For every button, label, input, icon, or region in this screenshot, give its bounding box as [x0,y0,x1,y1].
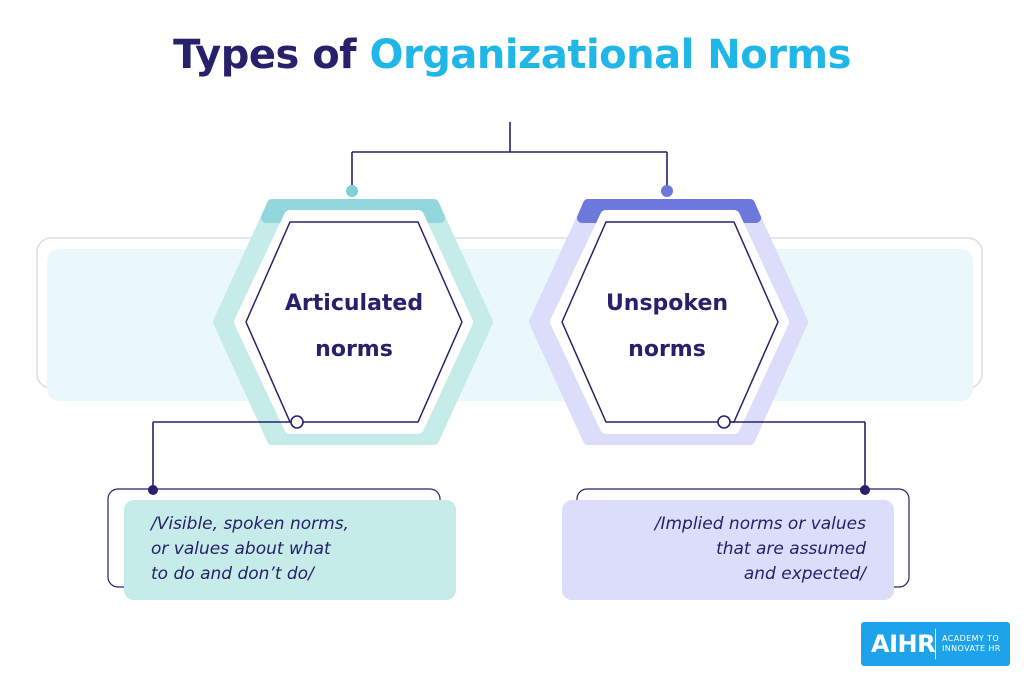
desc-articulated: /Visible, spoken norms, or values about … [151,512,349,587]
hexagon-unspoken [529,199,808,445]
title-part-2: Organizational Norms [369,32,852,78]
logo-tagline-line1: ACADEMY TO [942,634,1000,643]
connector-dot-lavender [661,185,673,197]
connector-dot-articulated [148,485,158,495]
connector-unspoken [724,421,866,489]
label-articulated: Articulated norms [254,281,454,373]
logo-tagline: ACADEMY TO INNOVATE HR [942,634,1001,654]
desc-unspoken-line2: that are assumed [716,539,866,559]
connector-dot-unspoken [860,485,870,495]
desc-unspoken-line3: and expected/ [743,564,866,584]
hexagon-articulated [213,199,493,445]
aihr-logo: AIHR ACADEMY TO INNOVATE HR [861,622,1010,666]
desc-articulated-line3: to do and don’t do/ [151,564,314,584]
desc-unspoken-line1: /Implied norms or values [654,514,866,534]
label-unspoken-line2: norms [628,337,706,362]
label-unspoken-line1: Unspoken [605,291,729,316]
desc-articulated-line2: or values about what [151,539,331,559]
connector-articulated [152,421,297,489]
desc-box-unspoken [562,488,910,600]
desc-unspoken: /Implied norms or values that are assume… [588,512,866,587]
label-unspoken: Unspoken norms [567,281,767,373]
top-connector [351,122,668,190]
connector-dot-teal [346,185,358,197]
desc-box-articulated [107,488,456,600]
desc-articulated-line1: /Visible, spoken norms, [151,514,349,534]
label-articulated-line2: norms [315,337,393,362]
logo-divider [935,629,936,659]
logo-tagline-line2: INNOVATE HR [942,644,1001,653]
band-fill [47,249,973,401]
title-part-1: Types of [173,32,357,78]
connector-ring-unspoken [717,415,731,429]
page-title: Types of Organizational Norms [0,32,1024,78]
logo-mark: AIHR [871,630,936,658]
connector-ring-articulated [290,415,304,429]
label-articulated-line1: Articulated [284,291,424,316]
